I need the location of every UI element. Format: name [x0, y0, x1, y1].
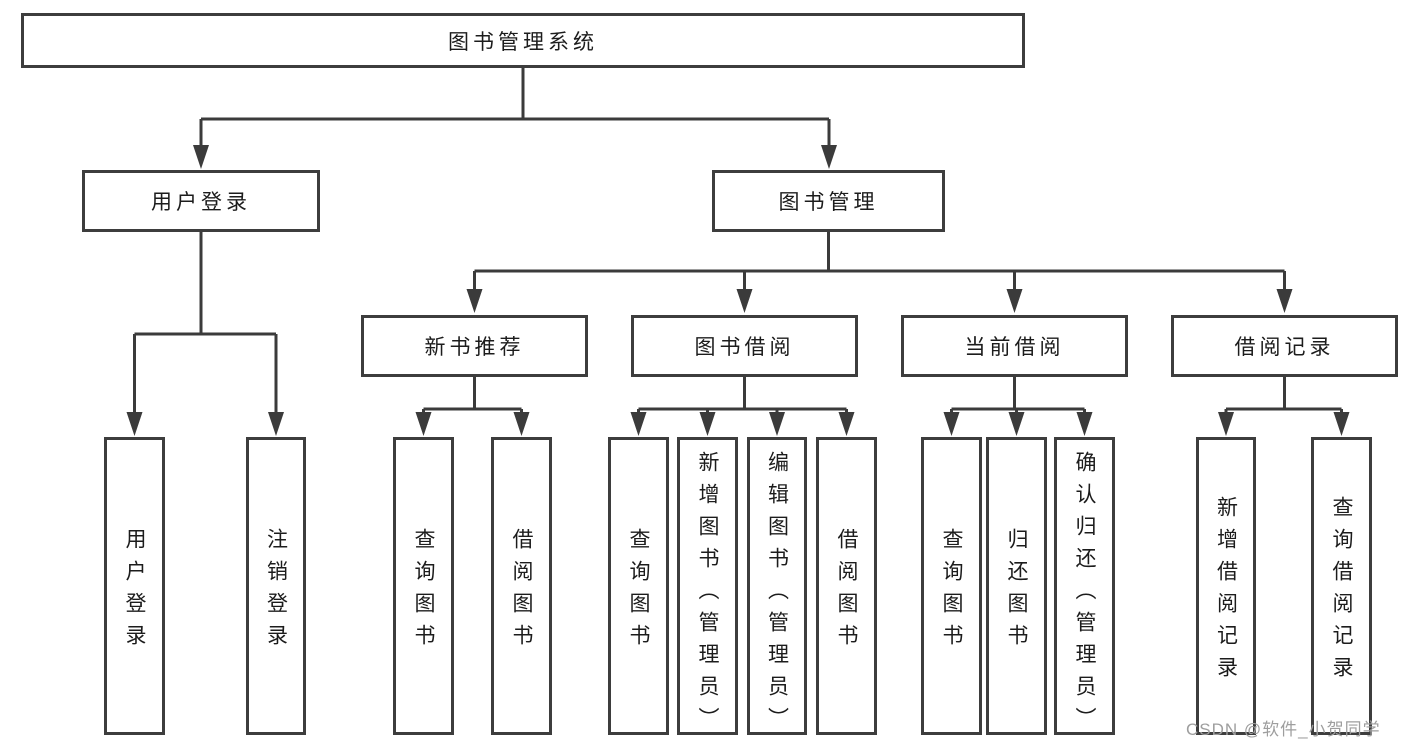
node-return-books: 归还图书: [986, 437, 1047, 735]
node-add-borrow-record: 新增借阅记录: [1196, 437, 1256, 735]
node-query-borrow-record: 查询借阅记录: [1311, 437, 1372, 735]
node-query-books-current: 查询图书: [921, 437, 982, 735]
node-book-borrow: 图书借阅: [631, 315, 858, 377]
node-user-login-action: 用户登录: [104, 437, 165, 735]
node-add-book-admin: 新增图书（管理员）: [677, 437, 738, 739]
arrowheads: [126, 145, 1350, 436]
node-logout-action: 注销登录: [246, 437, 306, 735]
node-user-login: 用户登录: [82, 170, 320, 232]
node-query-books-recommend: 查询图书: [393, 437, 454, 735]
node-confirm-return-admin: 确认归还（管理员）: [1054, 437, 1115, 739]
node-new-book-recommend: 新书推荐: [361, 315, 588, 377]
node-library-system: 图书管理系统: [21, 13, 1025, 68]
node-book-management: 图书管理: [712, 170, 945, 232]
csdn-watermark: CSDN @软件_小贺同学: [1186, 720, 1381, 739]
node-borrow-books-recommend: 借阅图书: [491, 437, 552, 735]
node-query-books-borrow: 查询图书: [608, 437, 669, 735]
node-edit-book-admin: 编辑图书（管理员）: [747, 437, 807, 739]
node-borrow-records: 借阅记录: [1171, 315, 1398, 377]
node-current-borrow: 当前借阅: [901, 315, 1128, 377]
node-borrow-books-action: 借阅图书: [816, 437, 877, 735]
